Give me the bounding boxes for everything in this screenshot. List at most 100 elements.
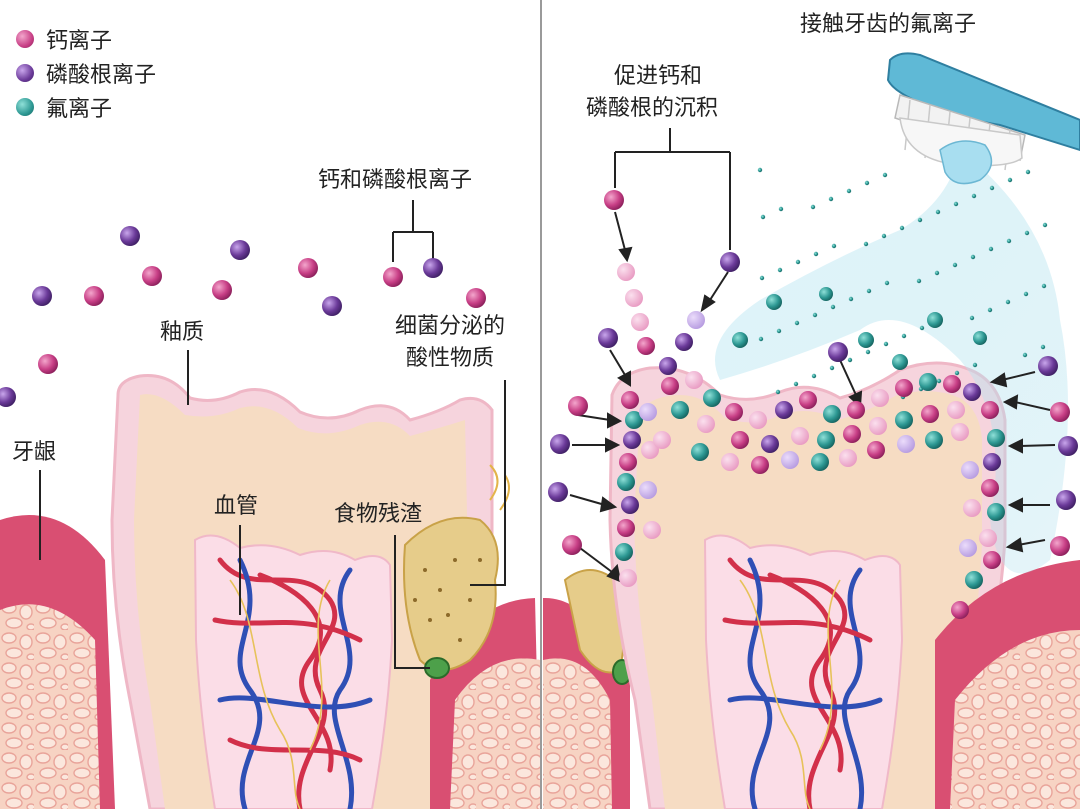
- phosphate-ion: [959, 539, 977, 557]
- fluoride-ion: [823, 405, 841, 423]
- fluoride-ion: [864, 180, 870, 186]
- calcium-ion: [981, 479, 999, 497]
- phosphate-ion: [1056, 490, 1076, 510]
- label-blood-vessel: 血管: [214, 494, 259, 519]
- phosphate-ion: [775, 401, 793, 419]
- phosphate-ion: [1058, 436, 1078, 456]
- fluoride-ion: [866, 288, 872, 294]
- fluoride-ion: [934, 270, 940, 276]
- calcium-ion: [943, 375, 961, 393]
- fluoride-ion: [671, 401, 689, 419]
- calcium-ion: [981, 401, 999, 419]
- label-promote-2: 磷酸根的沉积: [586, 96, 719, 121]
- fluoride-ion-icon: [16, 98, 34, 116]
- fluoride-ion: [989, 185, 995, 191]
- ions: [0, 167, 1078, 619]
- fluoride-ion: [1024, 230, 1030, 236]
- toothbrush: [886, 52, 1080, 185]
- legend: 钙离子 磷酸根离子 氟离子: [16, 22, 156, 124]
- phosphate-ion: [230, 240, 250, 260]
- calcium-ion: [653, 431, 671, 449]
- calcium-ion: [617, 519, 635, 537]
- fluoride-ion: [1006, 238, 1012, 244]
- calcium-ion: [839, 449, 857, 467]
- fluoride-ion: [953, 201, 959, 207]
- fluoride-ion: [895, 411, 913, 429]
- fluoride-ion: [847, 357, 853, 363]
- phosphate-ion: [32, 286, 52, 306]
- phosphate-ion: [983, 453, 1001, 471]
- fluoride-ion: [1005, 299, 1011, 305]
- fluoride-ion: [811, 453, 829, 471]
- label-gum: 牙龈: [12, 440, 57, 465]
- calcium-ion: [847, 401, 865, 419]
- calcium-ion: [142, 266, 162, 286]
- calcium-ion: [895, 379, 913, 397]
- fluoride-ion: [863, 241, 869, 247]
- calcium-ion: [799, 391, 817, 409]
- calcium-ion: [604, 190, 624, 210]
- calcium-ion: [619, 569, 637, 587]
- calcium-ion: [869, 417, 887, 435]
- phosphate-ion: [720, 252, 740, 272]
- toothpaste: [939, 140, 993, 185]
- fluoride-ion: [972, 362, 978, 368]
- fluoride-ion: [884, 280, 890, 286]
- phosphate-ion: [761, 435, 779, 453]
- fluoride-ion: [766, 294, 782, 310]
- nerves-left: [229, 579, 331, 809]
- label-bacterial-acid-1: 细菌分泌的: [395, 314, 506, 339]
- phosphate-ion: [961, 461, 979, 479]
- fluoride-ion: [819, 287, 833, 301]
- calcium-ion: [721, 453, 739, 471]
- calcium-ion: [298, 258, 318, 278]
- calcium-ion: [643, 521, 661, 539]
- fluoride-ion: [775, 389, 781, 395]
- fluoride-ion: [901, 333, 907, 339]
- fluoride-ion: [759, 275, 765, 281]
- fluoride-ion: [760, 214, 766, 220]
- calcium-ion: [791, 427, 809, 445]
- calcium-ion: [843, 425, 861, 443]
- fluoride-ion: [811, 373, 817, 379]
- fluoride-ion: [794, 320, 800, 326]
- fluoride-ion: [1025, 169, 1031, 175]
- label-enamel: 釉质: [160, 320, 205, 345]
- fluoride-ion: [691, 443, 709, 461]
- phosphate-ion: [781, 451, 799, 469]
- fluoride-ion: [987, 503, 1005, 521]
- legend-label: 钙离子: [46, 29, 113, 54]
- bone-left-inner: [450, 658, 540, 809]
- fluoride-ion: [813, 251, 819, 257]
- calcium-ion: [617, 263, 635, 281]
- nerves-right: [739, 579, 841, 809]
- fluoride-ion: [917, 217, 923, 223]
- calcium-ion: [983, 551, 1001, 569]
- calcium-ion: [697, 415, 715, 433]
- phosphate-ion: [548, 482, 568, 502]
- fluoride-ion: [817, 431, 835, 449]
- phosphate-ion: [120, 226, 140, 246]
- fluoride-ion: [965, 571, 983, 589]
- calcium-ion: [383, 267, 403, 287]
- calcium-ion: [951, 423, 969, 441]
- calcium-ion: [751, 456, 769, 474]
- fluoride-ion: [777, 267, 783, 273]
- phosphate-ion: [897, 435, 915, 453]
- calcium-ion: [1050, 536, 1070, 556]
- calcium-ion: [619, 453, 637, 471]
- phosphate-ion: [675, 333, 693, 351]
- fluoride-ion: [848, 296, 854, 302]
- phosphate-ion: [423, 258, 443, 278]
- calcium-ion: [568, 396, 588, 416]
- fluoride-ion: [831, 243, 837, 249]
- fluoride-ion: [795, 259, 801, 265]
- fluoride-ion: [776, 328, 782, 334]
- fluoride-ion: [1041, 283, 1047, 289]
- fluoride-ion: [988, 246, 994, 252]
- calcium-ion: [631, 313, 649, 331]
- calcium-ion: [466, 288, 486, 308]
- fluoride-ion: [1023, 291, 1029, 297]
